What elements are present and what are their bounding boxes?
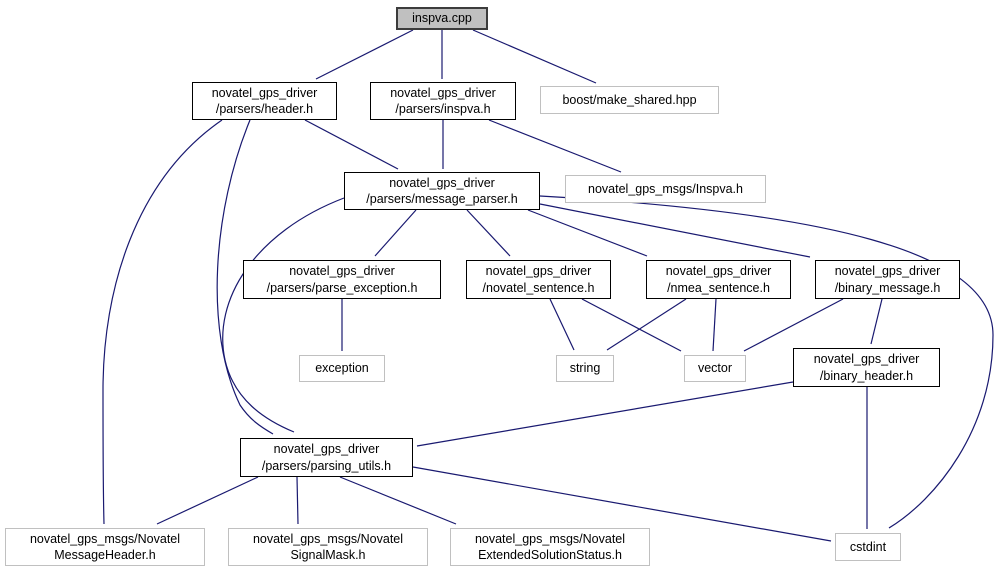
edge-parsers-message-parser-h-to-nmea-sentence-h (527, 209, 648, 257)
node-binary-header-h[interactable]: novatel_gps_driver /binary_header.h (793, 348, 940, 387)
edge-parsers-header-h-to-msgs-novatel-message-header-h (102, 119, 223, 525)
node-vector: vector (684, 355, 746, 382)
node-novatel-sentence-h[interactable]: novatel_gps_driver /novatel_sentence.h (466, 260, 611, 299)
edge-parsers-message-parser-h-to-parsers-parse-exception-h (374, 209, 417, 257)
node-label: novatel_gps_driver /parsers/parse_except… (266, 264, 418, 295)
node-boost-make-shared-hpp: boost/make_shared.hpp (540, 86, 719, 114)
edge-parsers-message-parser-h-to-parsers-parsing-utils-h (222, 197, 345, 433)
edge-parsers-parsing-utils-h-to-msgs-novatel-signal-mask-h (296, 476, 299, 525)
edge-nmea-sentence-h-to-string (606, 298, 687, 351)
node-label: novatel_gps_driver /parsers/message_pars… (366, 175, 518, 206)
node-label: novatel_gps_msgs/Novatel MessageHeader.h (29, 531, 181, 562)
edge-binary-message-h-to-vector (743, 298, 844, 352)
node-inspva-cpp: inspva.cpp (396, 7, 488, 30)
edge-novatel-sentence-h-to-vector (581, 298, 682, 352)
node-label: novatel_gps_msgs/Novatel SignalMask.h (252, 531, 404, 562)
edge-parsers-message-parser-h-to-binary-message-h (539, 203, 811, 258)
node-exception: exception (299, 355, 385, 382)
edge-binary-header-h-to-parsers-parsing-utils-h (416, 381, 794, 447)
node-binary-message-h[interactable]: novatel_gps_driver /binary_message.h (815, 260, 960, 299)
node-label: vector (697, 361, 733, 376)
node-parsers-parse-exception-h[interactable]: novatel_gps_driver /parsers/parse_except… (243, 260, 441, 299)
node-label: novatel_gps_driver /novatel_sentence.h (482, 264, 595, 295)
node-label: novatel_gps_driver /nmea_sentence.h (665, 264, 772, 295)
edge-inspva-cpp-to-parsers-header-h (315, 29, 414, 80)
node-label: novatel_gps_driver /binary_header.h (813, 352, 920, 383)
node-label: novatel_gps_msgs/Inspva.h (588, 181, 743, 196)
node-parsers-message-parser-h[interactable]: novatel_gps_driver /parsers/message_pars… (344, 172, 540, 210)
node-label: boost/make_shared.hpp (562, 92, 697, 107)
edge-inspva-cpp-to-boost-make-shared-hpp (472, 29, 597, 84)
node-msgs-novatel-extended-solution-status-h: novatel_gps_msgs/Novatel ExtendedSolutio… (450, 528, 650, 566)
node-label: string (569, 361, 601, 376)
node-parsers-parsing-utils-h[interactable]: novatel_gps_driver /parsers/parsing_util… (240, 438, 413, 477)
node-msgs-novatel-signal-mask-h: novatel_gps_msgs/Novatel SignalMask.h (228, 528, 428, 566)
node-label: novatel_gps_driver /binary_message.h (834, 264, 941, 295)
edge-novatel-sentence-h-to-string (549, 298, 575, 351)
node-nmea-sentence-h[interactable]: novatel_gps_driver /nmea_sentence.h (646, 260, 791, 299)
edge-binary-message-h-to-binary-header-h (870, 298, 883, 345)
edge-nmea-sentence-h-to-vector (712, 298, 717, 352)
node-msgs-novatel-message-header-h: novatel_gps_msgs/Novatel MessageHeader.h (5, 528, 205, 566)
edge-parsers-parsing-utils-h-to-cstdint (412, 466, 832, 542)
node-label: novatel_gps_msgs/Novatel ExtendedSolutio… (474, 531, 626, 562)
node-label: novatel_gps_driver /parsers/header.h (211, 85, 318, 116)
node-label: cstdint (849, 539, 887, 554)
node-string: string (556, 355, 614, 382)
edge-parsers-parsing-utils-h-to-msgs-novatel-extended-solution-status-h (339, 476, 457, 525)
node-label: novatel_gps_driver /parsers/inspva.h (390, 85, 496, 116)
node-label: novatel_gps_driver /parsers/parsing_util… (261, 442, 392, 473)
node-label: inspva.cpp (412, 11, 472, 26)
edge-parsers-header-h-to-parsers-message-parser-h (304, 119, 399, 170)
node-cstdint: cstdint (835, 533, 901, 561)
edge-parsers-message-parser-h-to-novatel-sentence-h (466, 209, 511, 257)
node-parsers-inspva-h[interactable]: novatel_gps_driver /parsers/inspva.h (370, 82, 516, 120)
edge-parsers-inspva-h-to-msgs-inspva-h (488, 119, 622, 173)
node-label: exception (315, 361, 369, 376)
node-msgs-inspva-h: novatel_gps_msgs/Inspva.h (565, 175, 766, 203)
edge-parsers-message-parser-h-to-cstdint (539, 195, 994, 529)
node-parsers-header-h[interactable]: novatel_gps_driver /parsers/header.h (192, 82, 337, 120)
edge-parsers-header-h-to-parsers-parsing-utils-h (216, 119, 274, 435)
edge-parsers-parsing-utils-h-to-msgs-novatel-message-header-h (156, 476, 259, 525)
